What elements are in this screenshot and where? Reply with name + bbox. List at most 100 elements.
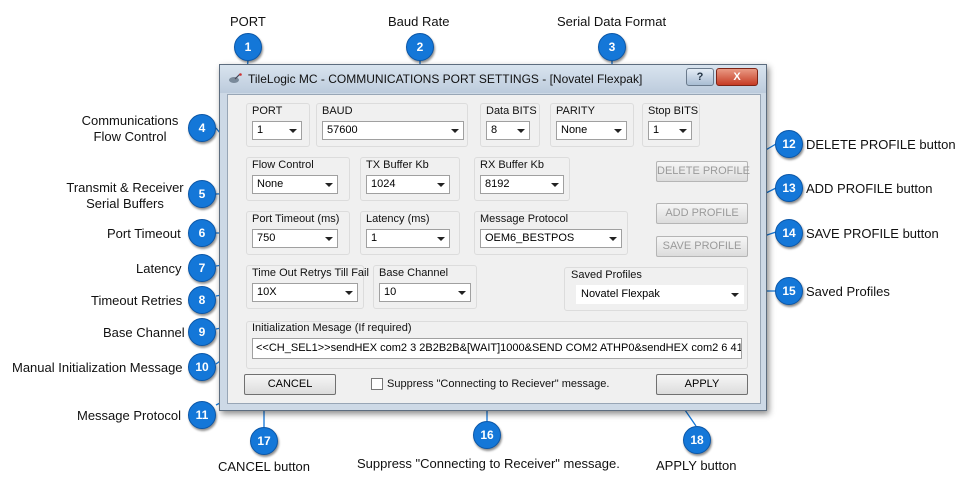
parity-select[interactable]: None	[556, 121, 627, 140]
annotation-badge-8: 8	[188, 286, 216, 314]
tx-buffer-label: TX Buffer Kb	[366, 159, 429, 171]
init-message-input[interactable]: <<CH_SEL1>>sendHEX com2 3 2B2B2B&[WAIT]1…	[252, 338, 742, 359]
port-timeout-select[interactable]: 750	[252, 229, 338, 248]
annotation-badge-16: 16	[473, 421, 501, 449]
port-select[interactable]: 1	[252, 121, 302, 140]
annotation-badge-10: 10	[188, 353, 216, 381]
annotation-label-4: Communications Flow Control	[81, 113, 179, 144]
annotation-label-13: ADD PROFILE button	[806, 181, 933, 196]
data-bits-group	[480, 103, 540, 147]
save-profile-button[interactable]: SAVE PROFILE	[656, 236, 748, 257]
rx-buffer-label: RX Buffer Kb	[480, 159, 544, 171]
chevron-down-icon	[325, 237, 333, 241]
flow-control-select[interactable]: None	[252, 175, 338, 194]
annotation-badge-4: 4	[188, 114, 216, 142]
title-bar[interactable]: TileLogic MC - COMMUNICATIONS PORT SETTI…	[220, 65, 766, 93]
data-bits-label: Data BITS	[486, 105, 537, 117]
close-button[interactable]: X	[716, 68, 758, 86]
annotation-badge-1: 1	[234, 33, 262, 61]
annotation-badge-3: 3	[598, 33, 626, 61]
annotation-label-2: Baud Rate	[388, 14, 450, 29]
annotation-badge-18: 18	[683, 426, 711, 454]
parity-label: PARITY	[556, 105, 595, 117]
suppress-checkbox[interactable]	[371, 378, 383, 390]
annotation-label-5: Transmit & Receiver Serial Buffers	[66, 180, 184, 211]
data-bits-select[interactable]: 8	[486, 121, 530, 140]
port-timeout-label: Port Timeout (ms)	[252, 213, 340, 225]
saved-profiles-select[interactable]: Novatel Flexpak	[576, 285, 744, 304]
chevron-down-icon	[614, 129, 622, 133]
annotation-label-16: Suppress "Connecting to Receiver" messag…	[357, 456, 620, 471]
annotation-badge-11: 11	[188, 401, 216, 429]
data-bits-value: 8	[491, 124, 498, 136]
baud-select[interactable]: 57600	[322, 121, 464, 140]
saved-profiles-value: Novatel Flexpak	[581, 288, 660, 300]
latency-value: 1	[371, 232, 378, 244]
timeout-retries-select[interactable]: 10X	[252, 283, 358, 302]
add-profile-button[interactable]: ADD PROFILE	[656, 203, 748, 224]
annotation-badge-13: 13	[775, 174, 803, 202]
latency-select[interactable]: 1	[366, 229, 450, 248]
baud-group	[316, 103, 468, 147]
chevron-down-icon	[325, 183, 333, 187]
annotation-label-14: SAVE PROFILE button	[806, 226, 939, 241]
message-protocol-label: Message Protocol	[480, 213, 569, 225]
dialog-body: PORT 1 BAUD 57600 Data BITS 8 PARITY Non…	[227, 94, 761, 404]
annotation-label-8: Timeout Retries	[91, 293, 183, 308]
chevron-down-icon	[679, 129, 687, 133]
annotation-label-1: PORT	[230, 14, 266, 29]
annotation-label-18: APPLY button	[656, 458, 737, 473]
annotation-badge-9: 9	[188, 318, 216, 346]
init-message-group	[246, 321, 748, 369]
cancel-button[interactable]: CANCEL	[244, 374, 336, 395]
rx-buffer-select[interactable]: 8192	[480, 175, 564, 194]
saved-profiles-label: Saved Profiles	[571, 269, 642, 281]
chevron-down-icon	[731, 293, 739, 297]
annotation-badge-7: 7	[188, 254, 216, 282]
port-group	[246, 103, 310, 147]
annotation-label-12: DELETE PROFILE button	[806, 137, 956, 152]
window-title: TileLogic MC - COMMUNICATIONS PORT SETTI…	[248, 72, 643, 86]
apply-button[interactable]: APPLY	[656, 374, 748, 395]
baud-value: 57600	[327, 124, 358, 136]
annotation-label-3: Serial Data Format	[557, 14, 667, 29]
base-channel-label: Base Channel	[379, 267, 449, 279]
flow-control-group	[246, 157, 350, 201]
delete-profile-button[interactable]: DELETE PROFILE	[656, 161, 750, 182]
parity-group	[550, 103, 634, 147]
annotation-badge-15: 15	[775, 277, 803, 305]
base-channel-select[interactable]: 10	[379, 283, 471, 302]
communications-settings-window: TileLogic MC - COMMUNICATIONS PORT SETTI…	[219, 64, 767, 411]
annotation-label-17: CANCEL button	[218, 459, 311, 474]
baud-label: BAUD	[322, 105, 353, 117]
port-value: 1	[257, 124, 264, 136]
tx-buffer-select[interactable]: 1024	[366, 175, 450, 194]
chevron-down-icon	[451, 129, 459, 133]
port-label: PORT	[252, 105, 283, 117]
stop-bits-value: 1	[653, 124, 660, 136]
annotation-label-15: Saved Profiles	[806, 284, 890, 299]
base-channel-group	[373, 265, 477, 309]
help-button[interactable]: ?	[686, 68, 714, 86]
chevron-down-icon	[609, 237, 617, 241]
help-icon: ?	[696, 71, 704, 83]
annotation-badge-17: 17	[250, 427, 278, 455]
stop-bits-select[interactable]: 1	[648, 121, 692, 140]
port-timeout-group	[246, 211, 350, 255]
saved-profiles-group	[564, 267, 748, 311]
message-protocol-select[interactable]: OEM6_BESTPOS	[480, 229, 622, 248]
annotation-label-11: Message Protocol	[77, 408, 182, 423]
annotation-label-9: Base Channel	[103, 325, 185, 340]
rx-buffer-value: 8192	[485, 178, 510, 190]
annotation-label-10: Manual Initialization Message	[12, 360, 183, 375]
base-channel-value: 10	[384, 286, 397, 298]
init-message-label: Initialization Mesage (If required)	[252, 322, 412, 334]
close-icon: X	[733, 71, 741, 83]
chevron-down-icon	[437, 183, 445, 187]
chevron-down-icon	[345, 291, 353, 295]
flow-control-label: Flow Control	[252, 159, 314, 171]
chevron-down-icon	[517, 129, 525, 133]
satellite-icon	[229, 73, 242, 83]
suppress-label[interactable]: Suppress "Connecting to Reciever" messag…	[387, 378, 610, 390]
annotation-badge-2: 2	[406, 33, 434, 61]
